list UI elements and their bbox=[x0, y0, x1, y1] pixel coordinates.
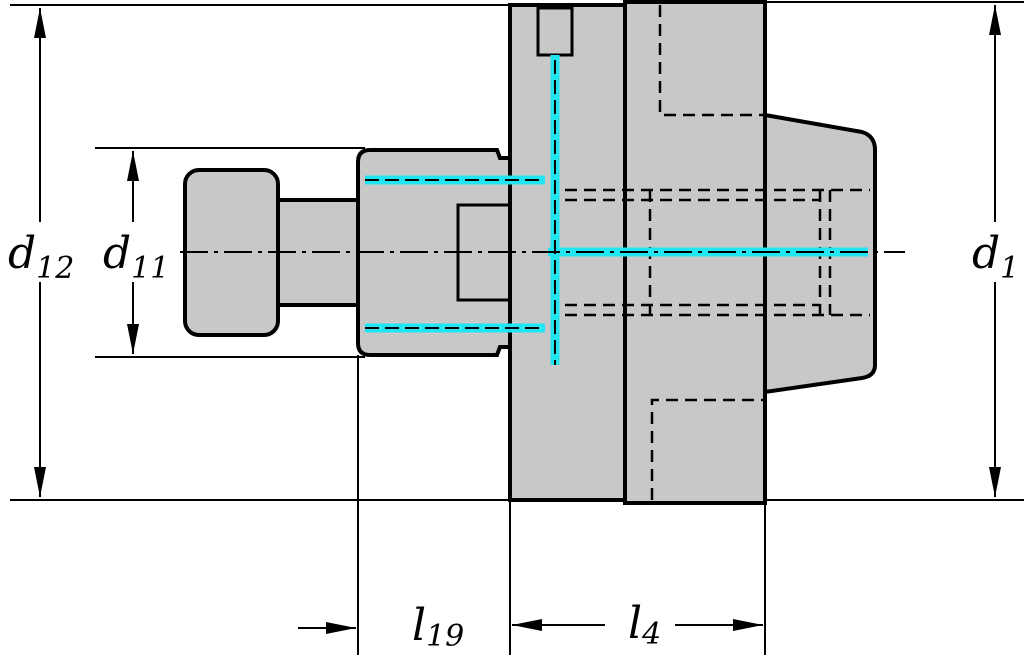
label-d12: d12 bbox=[8, 228, 74, 286]
label-d1: d1 bbox=[972, 228, 1019, 286]
label-l4: l4 bbox=[628, 598, 661, 652]
label-l19: l19 bbox=[412, 600, 464, 654]
hidden-lines bbox=[565, 5, 870, 500]
set-screw bbox=[536, 6, 574, 57]
label-d11: d11 bbox=[103, 228, 169, 286]
